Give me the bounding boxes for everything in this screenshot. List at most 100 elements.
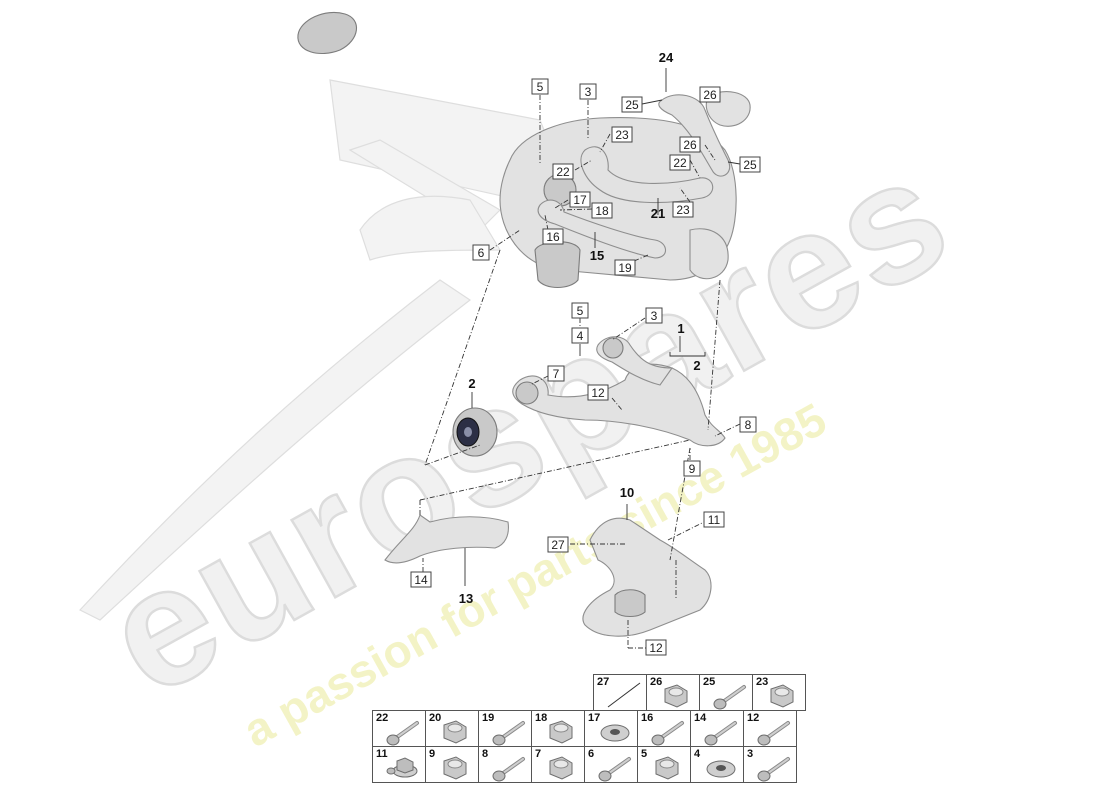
hardware-cell-5[interactable]: 5: [637, 746, 691, 783]
callout-5-arm[interactable]: 5: [571, 302, 589, 319]
bolt-icon: [598, 757, 631, 782]
hardware-cell-number: 18: [535, 712, 548, 724]
bolt-icon: [704, 721, 737, 746]
hardware-cell-22[interactable]: 22: [372, 710, 426, 747]
callout-24-text: 24: [659, 50, 674, 65]
bushing-part: [452, 407, 498, 457]
hardware-cell-4[interactable]: 4: [690, 746, 744, 783]
callout-11[interactable]: 11: [703, 511, 725, 528]
hardware-cell-26[interactable]: 26: [646, 674, 700, 711]
slash-line-icon: [607, 682, 641, 708]
callout-12-bottom-text: 12: [649, 641, 663, 655]
nut-icon: [443, 720, 467, 744]
callout-27-text: 27: [551, 538, 565, 552]
callout-2-bushing-text: 2: [468, 376, 475, 391]
callout-25-left[interactable]: 25: [621, 96, 643, 113]
callout-3-arm[interactable]: 3: [645, 307, 663, 324]
callout-25-right-text: 25: [743, 158, 757, 172]
callout-9[interactable]: 9: [683, 460, 701, 477]
callout-2-bracket-text: 2: [693, 358, 700, 373]
hardware-cell-25[interactable]: 25: [699, 674, 753, 711]
nut-icon: [443, 756, 467, 780]
callout-8[interactable]: 8: [739, 416, 757, 433]
callout-1-text: 1: [677, 321, 684, 336]
hardware-cell-9[interactable]: 9: [425, 746, 479, 783]
callout-2-bushing[interactable]: 2: [468, 376, 475, 391]
hardware-cell-27[interactable]: 27: [593, 674, 647, 711]
washer-icon: [600, 724, 630, 742]
hardware-cell-number: 16: [641, 712, 654, 724]
hardware-cell-number: 9: [429, 748, 436, 760]
callout-23-right-text: 23: [676, 203, 690, 217]
callout-26-top[interactable]: 26: [699, 86, 721, 103]
callout-26-mid[interactable]: 26: [679, 136, 701, 153]
hardware-cell-number: 22: [376, 712, 389, 724]
callout-22-right[interactable]: 22: [669, 154, 691, 171]
bracket-10-part: [582, 517, 712, 637]
hardware-cell-8[interactable]: 8: [478, 746, 532, 783]
hardware-cell-20[interactable]: 20: [425, 710, 479, 747]
callout-4[interactable]: 4: [571, 327, 589, 344]
hardware-cell-14[interactable]: 14: [690, 710, 744, 747]
hardware-cell-number: 3: [747, 748, 754, 760]
callout-7[interactable]: 7: [547, 365, 565, 382]
callout-10-text: 10: [620, 485, 634, 500]
callout-10[interactable]: 10: [620, 485, 634, 500]
hardware-cell-23[interactable]: 23: [752, 674, 806, 711]
callout-18[interactable]: 18: [591, 202, 613, 219]
callout-23-right[interactable]: 23: [672, 201, 694, 218]
callout-19-text: 19: [618, 261, 632, 275]
callout-25-right[interactable]: 25: [739, 156, 761, 173]
hardware-cell-number: 25: [703, 676, 716, 688]
callout-11-text: 11: [708, 513, 721, 527]
callout-22-left[interactable]: 22: [552, 163, 574, 180]
callout-14-text: 14: [414, 573, 428, 587]
ghost-subframe: [79, 79, 561, 621]
callout-12-arm[interactable]: 12: [587, 384, 609, 401]
leader-lines: [419, 68, 741, 649]
hardware-cell-11[interactable]: 11: [372, 746, 426, 783]
callout-3-top[interactable]: 3: [579, 83, 597, 100]
callout-15[interactable]: 15: [590, 248, 604, 263]
callout-4-text: 4: [577, 329, 584, 343]
callout-13[interactable]: 13: [459, 591, 473, 606]
callout-17[interactable]: 17: [569, 191, 591, 208]
callout-1[interactable]: 1: [677, 321, 684, 336]
hardware-cell-number: 19: [482, 712, 495, 724]
bolt-icon: [713, 685, 746, 710]
callout-27[interactable]: 27: [547, 536, 569, 553]
rubber-cap-part: [297, 12, 357, 54]
callout-24[interactable]: 24: [659, 50, 674, 65]
hardware-cell-12[interactable]: 12: [743, 710, 797, 747]
callout-21[interactable]: 21: [651, 206, 665, 221]
callout-5-top-text: 5: [537, 80, 544, 94]
callout-22-left-text: 22: [556, 165, 570, 179]
callout-12-bottom[interactable]: 12: [645, 639, 667, 656]
callout-17-text: 17: [573, 193, 587, 207]
callout-5-top[interactable]: 5: [531, 78, 549, 95]
hardware-cell-17[interactable]: 17: [584, 710, 638, 747]
hardware-cell-16[interactable]: 16: [637, 710, 691, 747]
callout-26-mid-text: 26: [683, 138, 697, 152]
hardware-cell-18[interactable]: 18: [531, 710, 585, 747]
callout-7-text: 7: [553, 367, 560, 381]
bolt-icon: [651, 721, 684, 746]
callout-6[interactable]: 6: [472, 244, 490, 261]
callout-14[interactable]: 14: [410, 571, 432, 588]
link-21-part: [580, 146, 714, 204]
hardware-cell-7[interactable]: 7: [531, 746, 585, 783]
hardware-cell-number: 14: [694, 712, 707, 724]
hardware-cell-6[interactable]: 6: [584, 746, 638, 783]
callout-19[interactable]: 19: [614, 259, 636, 276]
link-15-part: [537, 199, 667, 259]
hardware-cell-number: 12: [747, 712, 760, 724]
callout-16[interactable]: 16: [542, 228, 564, 245]
hardware-cell-19[interactable]: 19: [478, 710, 532, 747]
callout-23-left[interactable]: 23: [611, 126, 633, 143]
callout-3-arm-text: 3: [651, 309, 658, 323]
callout-8-text: 8: [745, 418, 752, 432]
hardware-cell-number: 4: [694, 748, 701, 760]
hardware-cell-3[interactable]: 3: [743, 746, 797, 783]
callout-22-right-text: 22: [673, 156, 687, 170]
callout-2-bracket[interactable]: 2: [693, 358, 700, 373]
